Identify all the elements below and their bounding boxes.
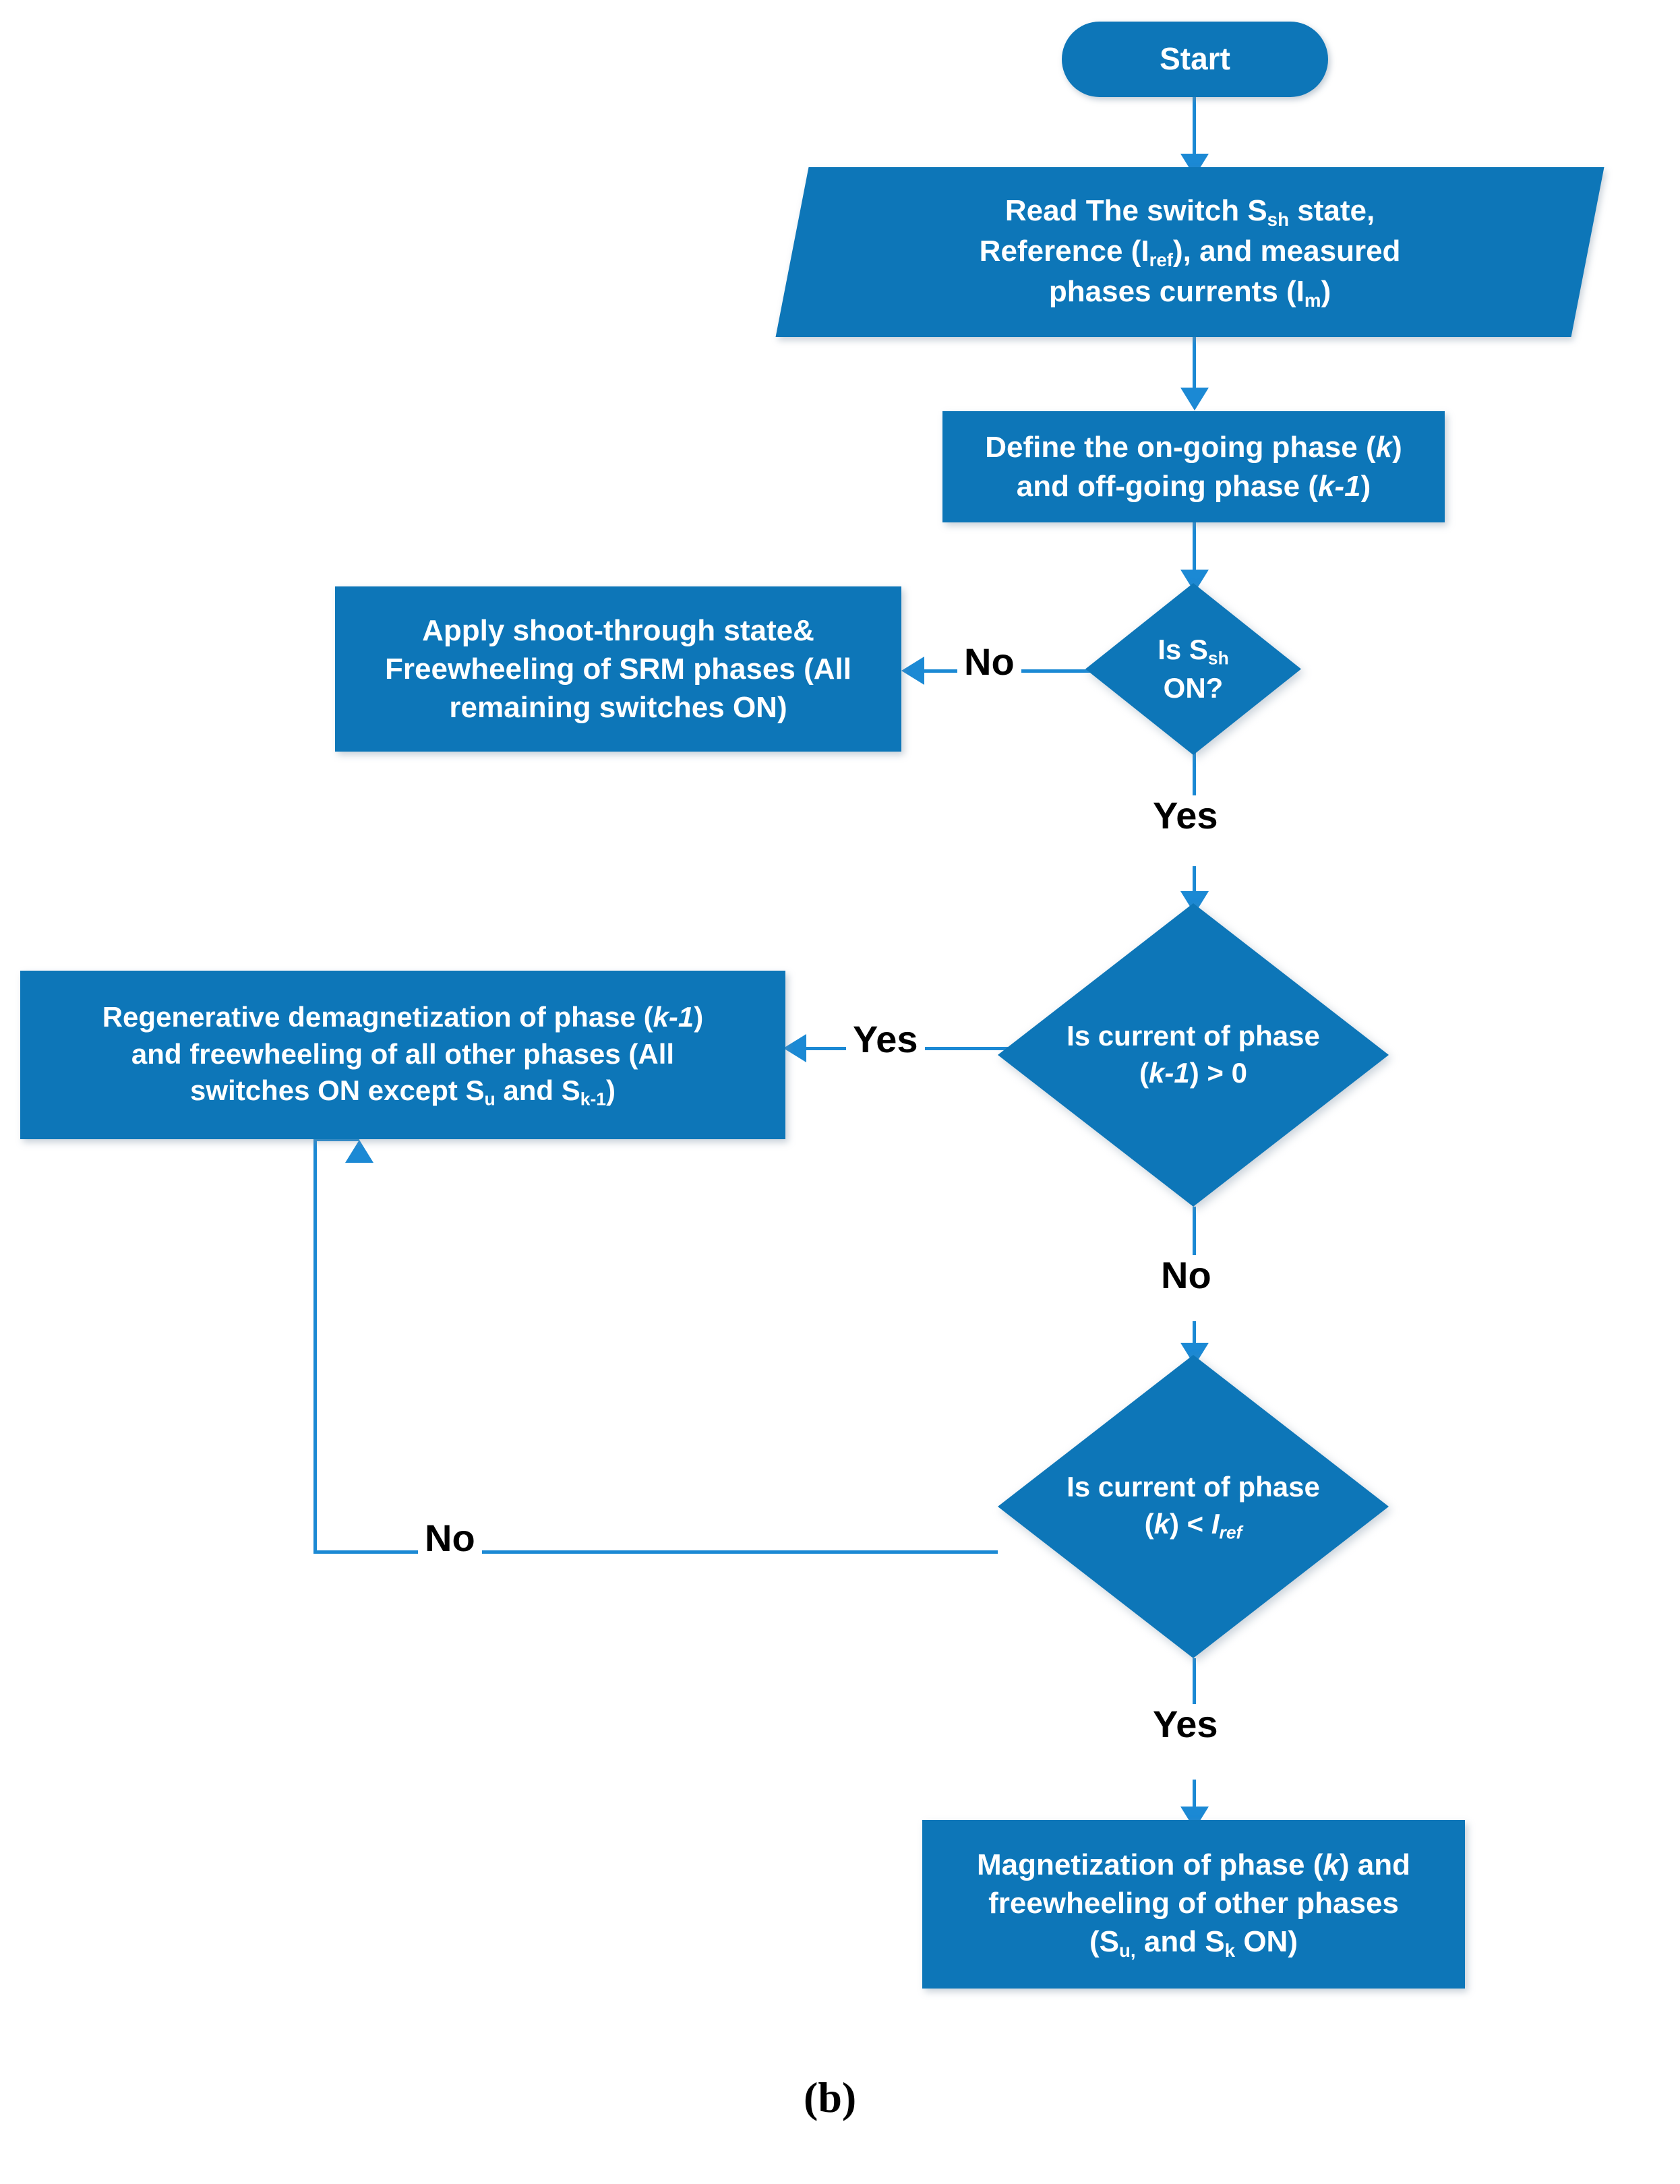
edge-label-ssh-yes: Yes: [1146, 795, 1225, 836]
magn-line2: freewheeling of other phases: [988, 1887, 1399, 1920]
ssh-line1: Is Ssh: [1158, 633, 1229, 669]
read-line2: Reference (Iref), and measured: [979, 235, 1401, 270]
shoot-line2: Freewheeling of SRM phases (All: [385, 652, 851, 686]
connector-ssh-no: [924, 669, 1146, 673]
node-read-inputs-label: Read The switch Ssh state, Reference (Ir…: [792, 191, 1588, 312]
arrowhead-ik-no: [345, 1140, 373, 1163]
ik-line1: Is current of phase: [1067, 1471, 1320, 1503]
connector-define-to-ssh: [1193, 522, 1196, 586]
node-decision-ik1-gt0[interactable]: Is current of phase (k-1) > 0: [998, 903, 1389, 1207]
regen-line3: switches ON except Su and Sk-1): [190, 1074, 616, 1110]
arrowhead-read-to-define: [1180, 388, 1209, 411]
shoot-line1: Apply shoot-through state&: [422, 613, 814, 647]
node-decision-ssh-label: Is Ssh ON?: [1085, 632, 1301, 706]
read-line3: phases currents (Im): [1048, 274, 1331, 311]
node-magnetization-label: Magnetization of phase (k) and freewheel…: [922, 1846, 1465, 1963]
regen-line1: Regenerative demagnetization of phase (k…: [102, 1001, 704, 1033]
regen-line2: and freewheeling of all other phases (Al…: [131, 1037, 675, 1070]
connector-ik-no-horizontal: [313, 1550, 998, 1554]
magn-line1: Magnetization of phase (k) and: [977, 1848, 1410, 1881]
define-line2: and off-going phase (k-1): [1016, 469, 1371, 503]
magn-line3: (Su, and Sk ON): [1089, 1925, 1298, 1962]
edge-label-ik-no: No: [418, 1518, 482, 1558]
node-regenerative-demagnetization[interactable]: Regenerative demagnetization of phase (k…: [20, 971, 785, 1139]
node-define-phases[interactable]: Define the on-going phase (k) and off-go…: [942, 411, 1445, 522]
ik1-line2: (k-1) > 0: [1139, 1057, 1247, 1089]
read-line1: Read The switch Ssh state,: [1004, 194, 1375, 231]
connector-ik-yes-lower: [1193, 1780, 1196, 1817]
node-decision-ik-lt-iref[interactable]: Is current of phase (k) < Iref: [998, 1355, 1389, 1658]
connector-ssh-yes-lower: [1193, 866, 1196, 903]
node-shoot-through[interactable]: Apply shoot-through state& Freewheeling …: [335, 586, 901, 752]
node-shoot-through-label: Apply shoot-through state& Freewheeling …: [335, 611, 901, 727]
ssh-line2: ON?: [1163, 671, 1224, 704]
shoot-line3: remaining switches ON): [449, 691, 787, 725]
node-regenerative-label: Regenerative demagnetization of phase (k…: [20, 999, 785, 1111]
edge-label-ik-yes: Yes: [1146, 1704, 1225, 1745]
ik-line2: (k) < Iref: [1144, 1507, 1242, 1543]
arrowhead-ssh-no: [901, 657, 924, 685]
node-magnetization[interactable]: Magnetization of phase (k) and freewheel…: [922, 1820, 1465, 1989]
connector-ik-yes-upper: [1193, 1658, 1196, 1712]
connector-read-to-define: [1193, 337, 1196, 398]
node-define-phases-label: Define the on-going phase (k) and off-go…: [942, 428, 1445, 505]
connector-ik1-no-lower: [1193, 1321, 1196, 1355]
edge-label-ik1-no: No: [1154, 1255, 1218, 1296]
connector-ik-no-elbow: [313, 1138, 359, 1141]
connector-ik-no-vertical: [313, 1139, 317, 1552]
edge-label-ik1-yes: Yes: [846, 1019, 925, 1060]
arrowhead-ik1-yes: [783, 1034, 806, 1062]
node-start-label: Start: [1160, 41, 1230, 77]
ik1-line1: Is current of phase: [1067, 1020, 1320, 1052]
node-decision-ik-label: Is current of phase (k) < Iref: [998, 1469, 1389, 1544]
connector-ik1-no-upper: [1193, 1207, 1196, 1261]
node-decision-ssh-on[interactable]: Is Ssh ON?: [1085, 583, 1301, 755]
node-decision-ik1-label: Is current of phase (k-1) > 0: [998, 1018, 1389, 1091]
node-read-inputs[interactable]: Read The switch Ssh state, Reference (Ir…: [775, 167, 1604, 337]
define-line1: Define the on-going phase (k): [985, 431, 1402, 464]
node-start[interactable]: Start: [1062, 22, 1328, 97]
connector-start-to-read: [1193, 97, 1196, 164]
edge-label-ssh-no: No: [957, 642, 1021, 682]
figure-caption: (b): [804, 2073, 857, 2121]
connector-ssh-yes-upper: [1193, 752, 1196, 803]
